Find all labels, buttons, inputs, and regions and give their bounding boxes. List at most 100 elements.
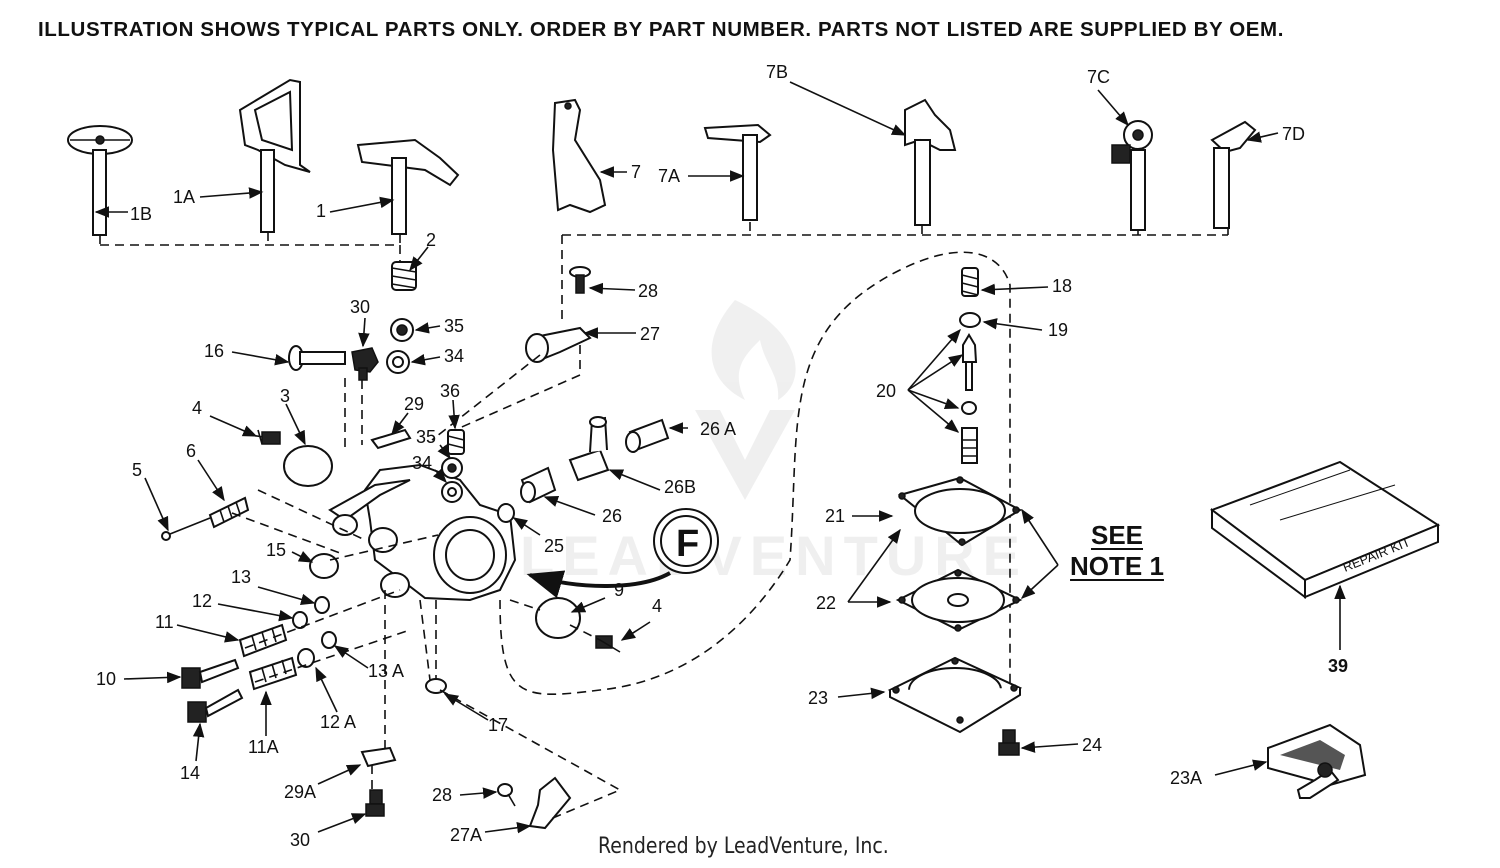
note-line-1: SEE: [1090, 520, 1144, 550]
nut-30-lower: [365, 789, 385, 817]
identifier-badge-f: F: [653, 508, 719, 574]
label-23: 23: [808, 688, 828, 708]
dash-fuel-pump-loop: [499, 251, 1011, 695]
svg-text:F: F: [676, 523, 699, 565]
label-3: 3: [280, 386, 290, 406]
dash-jets: [244, 589, 411, 683]
washer-19: [959, 312, 981, 328]
choke-shaft-7c: [1111, 120, 1153, 231]
label-13a: 13 A: [368, 661, 404, 681]
shaft-connector-left: [99, 232, 401, 246]
shaft-drop-lines: [399, 235, 563, 320]
screw-24: [998, 729, 1020, 756]
label-16: 16: [204, 341, 224, 361]
choke-shaft-7b: [904, 98, 957, 226]
cover-23a: [1267, 723, 1367, 799]
label-7a: 7A: [658, 166, 680, 186]
label-13: 13: [231, 567, 251, 587]
dash-29a: [371, 590, 386, 790]
label-11a: 11A: [248, 737, 279, 757]
gasket-21: [897, 476, 1023, 547]
label-22: 22: [816, 593, 836, 613]
label-26a: 26 A: [700, 419, 736, 439]
label-27a: 27A: [450, 825, 482, 845]
label-20: 20: [876, 381, 896, 401]
nut-30-upper: [351, 347, 379, 381]
bracket-27a: [528, 776, 572, 830]
label-29: 29: [404, 394, 424, 414]
label-15: 15: [266, 540, 286, 560]
label-25: 25: [544, 536, 564, 556]
washer-35-lower: [441, 457, 463, 479]
choke-plate-9: [535, 597, 581, 639]
label-10: 10: [96, 669, 116, 689]
label-2: 2: [426, 230, 436, 250]
leader-lines: [94, 81, 1346, 834]
washer-25: [497, 503, 515, 523]
label-28-top: 28: [638, 281, 658, 301]
dash-30-29: [344, 378, 363, 450]
welch-plug-16: [288, 345, 346, 371]
throttle-shaft-1b: [67, 125, 133, 236]
label-11: 11: [155, 612, 174, 632]
label-4-left: 4: [192, 398, 202, 418]
label-12: 12: [192, 591, 212, 611]
link-29a: [360, 746, 397, 768]
cover-23: [887, 656, 1023, 734]
label-12a: 12 A: [320, 712, 356, 732]
needle-screw-14: [187, 688, 244, 723]
screw-4-left: [249, 429, 281, 445]
label-30-lower: 30: [290, 830, 310, 850]
diagram-header: ILLUSTRATION SHOWS TYPICAL PARTS ONLY. O…: [38, 18, 1284, 41]
label-24: 24: [1082, 735, 1102, 755]
washer-34-upper: [386, 350, 410, 374]
dash-27a: [439, 689, 622, 821]
washer-13a: [321, 631, 337, 649]
label-19: 19: [1048, 320, 1068, 340]
welch-plug-15: [309, 553, 339, 579]
spring-6: [208, 496, 250, 529]
label-26b: 26B: [664, 477, 696, 497]
bracket-27: [525, 326, 592, 363]
svg-text:LEADVENTURE: LEADVENTURE: [520, 524, 1028, 587]
dash-17: [419, 599, 437, 681]
shaft-connector-right: [562, 222, 1229, 236]
label-1b: 1B: [130, 204, 152, 224]
label-27: 27: [640, 324, 660, 344]
needle-screw-10: [181, 658, 240, 689]
washer-34-lower: [441, 481, 463, 503]
label-23a: 23A: [1170, 768, 1202, 788]
label-7b: 7B: [766, 62, 788, 82]
throttle-shaft-7a: [703, 123, 772, 221]
carburetor-body: [328, 463, 517, 602]
link-29: [370, 428, 412, 450]
screw-4-right: [595, 635, 621, 653]
label-29a: 29A: [284, 782, 316, 802]
label-34-top: 34: [444, 346, 464, 366]
spring-18: [961, 267, 979, 297]
label-36: 36: [440, 381, 460, 401]
fitting-26a: [625, 418, 670, 453]
washer-35-upper: [390, 318, 414, 342]
part-labels: 1B 1A 1 2 7 7A 7B 7C 7D 28 27 30 35 34 1…: [96, 62, 1348, 850]
label-26: 26: [602, 506, 622, 526]
screw-28-lower: [497, 783, 516, 807]
throttle-shaft-1a: [238, 78, 311, 233]
fitting-26: [520, 466, 557, 504]
throttle-plate-3: [283, 445, 333, 487]
diaphragm-22: [895, 568, 1023, 632]
label-9: 9: [614, 580, 624, 600]
label-30-top: 30: [350, 297, 370, 317]
choke-shaft-7d: [1210, 120, 1257, 229]
label-21: 21: [825, 506, 845, 526]
throttle-shaft-1: [356, 138, 460, 235]
label-7: 7: [631, 162, 641, 182]
throttle-shaft-7: [551, 98, 607, 214]
spring-36: [447, 429, 465, 455]
washer-13: [314, 596, 330, 614]
label-39: 39: [1328, 656, 1348, 676]
dash-27-carb: [431, 345, 581, 441]
label-34-lower: 34: [412, 453, 432, 473]
